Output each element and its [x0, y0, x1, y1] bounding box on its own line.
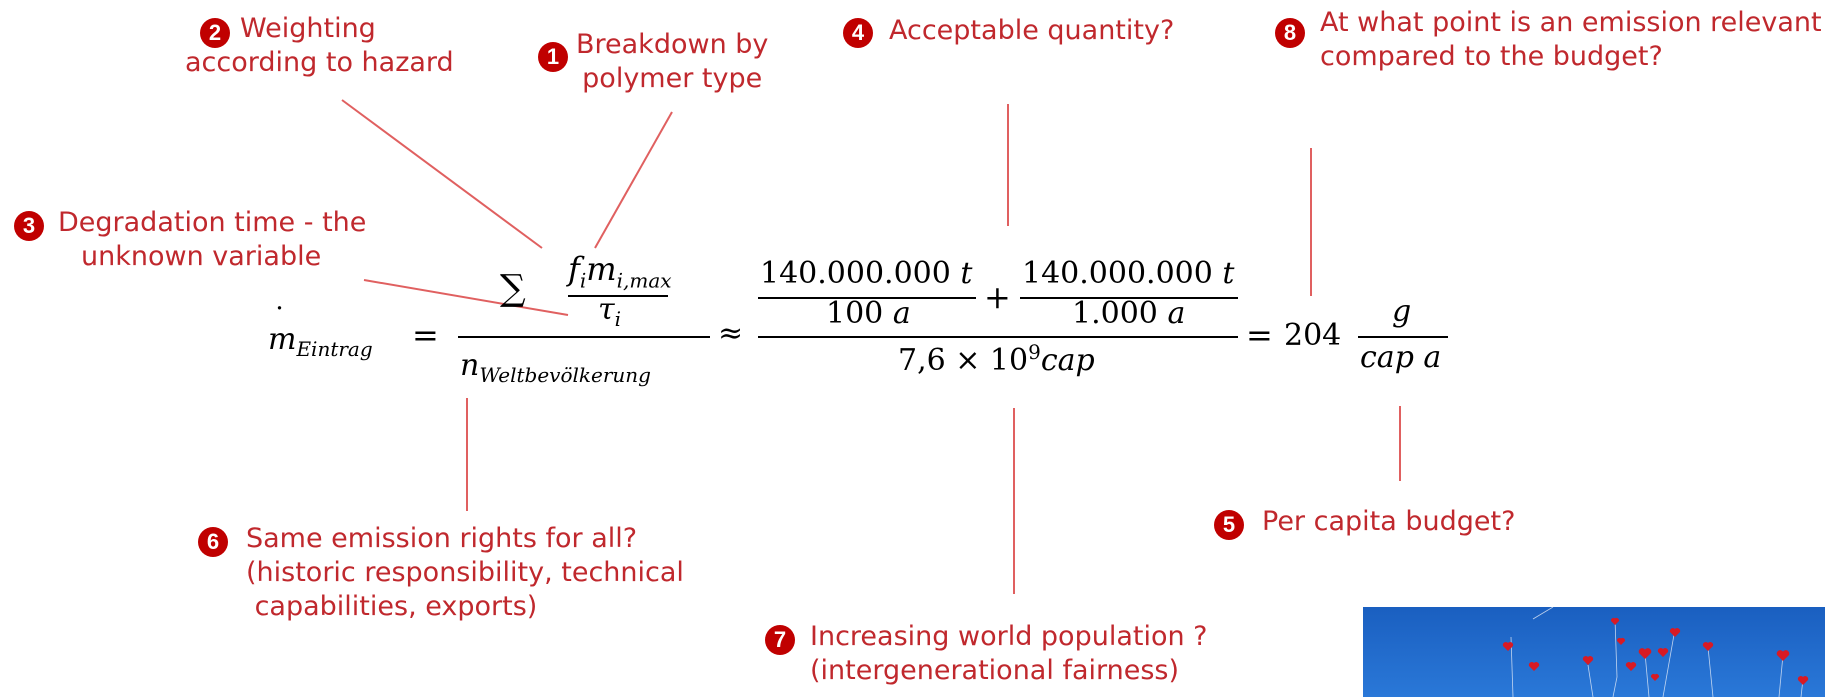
population-value: 7,6 × 109cap: [898, 340, 1095, 378]
tau-symbol: τ: [598, 292, 615, 327]
m-subscript: i,max: [616, 268, 672, 293]
n-subscript: Weltbevölkerung: [479, 363, 651, 387]
num2-unit: t: [1222, 256, 1235, 291]
annotation-acceptable-quantity: Acceptable quantity?: [889, 14, 1174, 48]
balloon-hearts: [1502, 617, 1809, 685]
pop-unit: cap: [1040, 343, 1095, 378]
annotation-emission-relevance: At what point is an emission relevant co…: [1320, 6, 1822, 74]
annotation-5-line-1: Per capita budget?: [1262, 506, 1516, 537]
result-equals-sign: =: [1246, 316, 1273, 354]
number-badge-6: 6: [198, 527, 228, 557]
number-badge-4: 4: [843, 18, 873, 48]
n-symbol: n: [460, 348, 480, 383]
f-subscript: i: [579, 268, 587, 293]
annotation-7-line-2: (intergenerational fairness): [810, 655, 1180, 686]
leader-line-3: [363, 279, 569, 316]
term1-numerator: 140.000.000 t: [760, 256, 972, 291]
f-symbol: f: [568, 250, 580, 288]
tau-subscript: i: [614, 307, 622, 331]
annotation-8-line-2: compared to the budget?: [1320, 41, 1663, 72]
sum-symbol: ∑: [500, 268, 526, 309]
pop-mantissa: 7,6 × 10: [898, 343, 1029, 378]
annotation-breakdown-by-polymer: Breakdown by polymer type: [576, 28, 768, 96]
approx-sign: ≈: [718, 316, 744, 351]
annotation-1-line-1: Breakdown by: [576, 29, 769, 60]
num2-value: 140.000.000: [1022, 256, 1213, 291]
population-symbol: nWeltbevölkerung: [460, 348, 651, 387]
annotation-3-line-1: Degradation time - the: [58, 207, 367, 238]
leader-line-2: [341, 99, 543, 249]
number-badge-2: 2: [200, 18, 230, 48]
num1-unit: t: [960, 256, 973, 291]
annotation-7-line-1: Increasing world population ?: [810, 621, 1208, 652]
balloons-photo: [1363, 607, 1825, 697]
equals-sign: =: [412, 316, 439, 354]
annotation-2-line-1: Weighting: [240, 13, 376, 44]
number-badge-3: 3: [14, 211, 44, 241]
den2-unit: a: [1167, 296, 1186, 331]
term2-numerator: 140.000.000 t: [1022, 256, 1234, 291]
annotation-6-line-1: Same emission rights for all?: [246, 523, 638, 554]
annotation-per-capita-budget: Per capita budget?: [1262, 505, 1515, 539]
lhs-dot: ˙: [272, 302, 287, 337]
den1-unit: a: [892, 296, 911, 331]
number-badge-8: 8: [1275, 18, 1305, 48]
lhs-symbol: m: [268, 322, 297, 357]
leader-line-1: [594, 111, 673, 249]
number-badge-5: 5: [1214, 510, 1244, 540]
annotation-degradation-time: Degradation time - the unknown variable: [58, 206, 366, 274]
number-badge-1: 1: [538, 42, 568, 72]
formula-lhs: mEintrag: [268, 322, 373, 361]
term2-denominator: 1.000 a: [1072, 296, 1185, 331]
num1-value: 140.000.000: [760, 256, 951, 291]
annotation-world-population: Increasing world population ? (intergene…: [810, 620, 1208, 688]
lhs-subscript: Eintrag: [296, 337, 373, 361]
annotation-1-line-2: polymer type: [582, 63, 763, 94]
annotation-3-line-2: unknown variable: [81, 241, 322, 272]
result-unit-denominator: cap a: [1360, 340, 1442, 375]
term1-denominator: 100 a: [826, 296, 911, 331]
m-symbol: m: [586, 250, 617, 288]
number-badge-7: 7: [765, 625, 795, 655]
sum-numerator: fimi,max: [568, 250, 672, 292]
pop-exponent: 9: [1028, 340, 1041, 364]
annotation-2-line-2: according to hazard: [185, 47, 454, 78]
den2-value: 1.000: [1072, 296, 1158, 331]
annotation-8-line-1: At what point is an emission relevant: [1320, 7, 1822, 38]
tau-denominator: τi: [598, 292, 621, 331]
result-value: 204: [1284, 318, 1342, 353]
result-unit-numerator: g: [1392, 294, 1412, 329]
plus-sign: +: [984, 278, 1011, 316]
annotation-same-emission-rights: Same emission rights for all? (historic …: [246, 522, 684, 624]
annotation-6-line-2: (historic responsibility, technical: [246, 557, 684, 588]
annotation-4-line-1: Acceptable quantity?: [889, 15, 1175, 46]
annotation-6-line-3: capabilities, exports): [246, 591, 538, 622]
annotation-weighting-hazard: Weighting according to hazard: [185, 12, 454, 80]
den1-value: 100: [826, 296, 884, 331]
